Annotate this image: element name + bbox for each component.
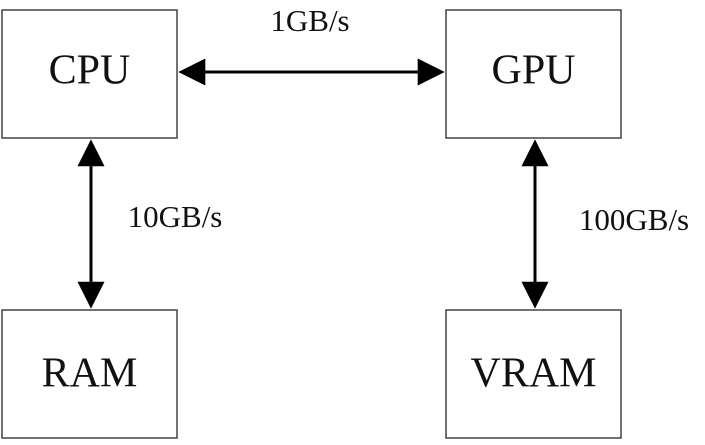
- gpu-vram-bandwidth-label: 100GB/s: [579, 202, 689, 237]
- gpu-box: [445, 9, 622, 139]
- vram-node: VRAM: [445, 309, 622, 439]
- ram-box: [1, 309, 178, 439]
- vram-label: VRAM: [470, 351, 596, 397]
- cpu-ram-bandwidth-label: 10GB/s: [128, 199, 223, 234]
- cpu-node: CPU: [1, 9, 178, 139]
- ram-label: RAM: [42, 351, 138, 397]
- cpu-box: [1, 9, 178, 139]
- cpu-label: CPU: [49, 48, 131, 94]
- cpu-gpu-bandwidth-label: 1GB/s: [270, 3, 349, 38]
- ram-node: RAM: [1, 309, 178, 439]
- gpu-node: GPU: [445, 9, 622, 139]
- vram-box: [445, 309, 622, 439]
- gpu-label: GPU: [491, 48, 575, 94]
